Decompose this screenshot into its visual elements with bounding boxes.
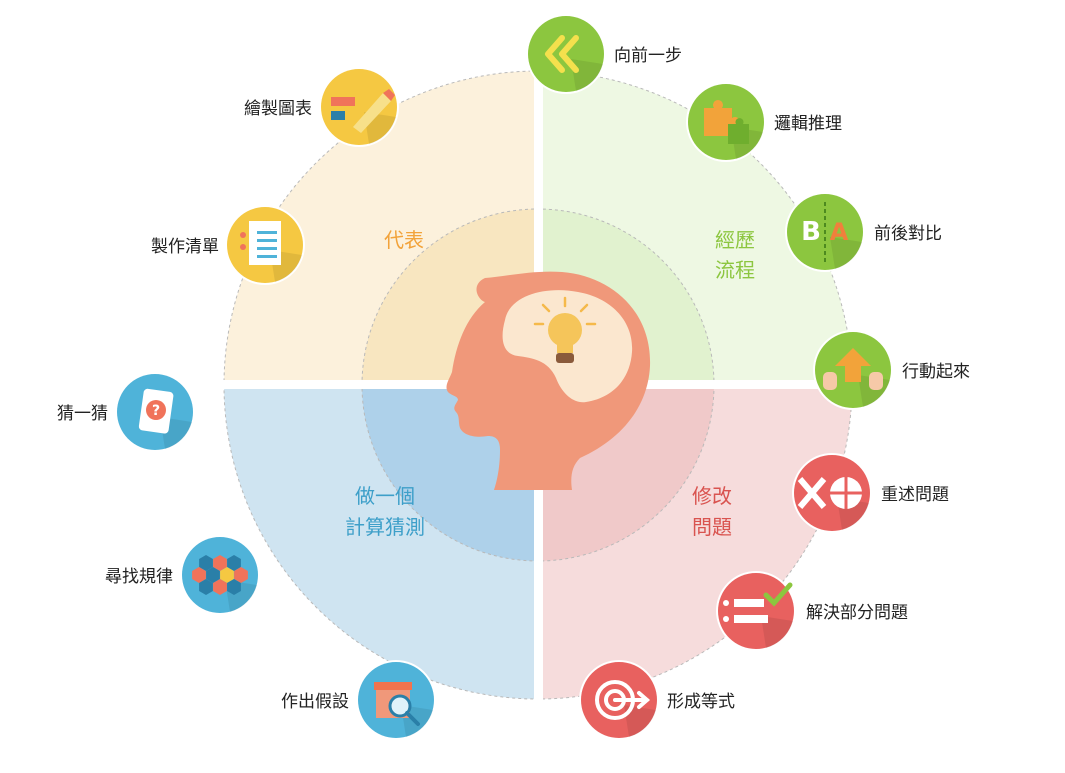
quadrant-title-bottom-right: 修改問題 — [692, 484, 732, 539]
svg-text:B: B — [801, 217, 821, 247]
strategy-gift-magnifier[interactable]: 作出假設 — [281, 660, 436, 740]
strategy-label: 形成等式 — [667, 692, 735, 712]
strategy-list-paper[interactable]: 製作清單 — [151, 205, 305, 285]
strategy-label: 作出假設 — [281, 692, 349, 712]
strategy-label: 前後對比 — [874, 224, 942, 244]
strategy-hands-arrow[interactable]: 行動起來 — [813, 330, 970, 410]
quadrant-title-top-right: 經歷流程 — [715, 228, 755, 282]
list-paper-icon — [225, 205, 305, 285]
quadrant-title-bottom-left: 做一個計算猜測 — [345, 484, 425, 539]
strategy-label: 猜一猜 — [57, 404, 108, 424]
target-arrow-icon — [579, 660, 659, 740]
quadrant-title-top-left: 代表 — [384, 228, 424, 252]
strategy-puzzle[interactable]: 邏輯推理 — [686, 82, 842, 162]
lightbulb-neck — [557, 343, 573, 353]
strategy-shapes[interactable]: 重述問題 — [792, 453, 949, 533]
strategy-label: 製作清單 — [151, 237, 219, 257]
checklist-icon — [716, 571, 796, 651]
puzzle-icon — [686, 82, 766, 162]
strategy-label: 重述問題 — [881, 485, 949, 505]
double-chevron-left-icon — [526, 14, 606, 94]
svg-text:?: ? — [152, 403, 160, 419]
svg-text:A: A — [830, 218, 849, 246]
strategy-double-chevron-left[interactable]: 向前一步 — [526, 14, 682, 94]
strategy-label: 邏輯推理 — [774, 114, 842, 134]
strategy-question-card[interactable]: ? 猜一猜 — [57, 372, 195, 452]
shapes-icon — [792, 453, 872, 533]
gift-magnifier-icon — [356, 660, 436, 740]
lightbulb-base — [556, 353, 574, 363]
question-card-icon: ? — [115, 372, 195, 452]
lightbulb-glass — [548, 313, 582, 347]
strategy-checklist[interactable]: 解決部分問題 — [716, 571, 908, 651]
lightbulb-rays — [533, 296, 597, 326]
pencil-chart-icon — [319, 67, 399, 147]
strategy-label: 解決部分問題 — [806, 603, 908, 623]
strategy-hexagon-pattern[interactable]: 尋找規律 — [105, 535, 260, 615]
strategy-pencil-chart[interactable]: 繪製圖表 — [244, 67, 399, 147]
strategy-label: 尋找規律 — [105, 567, 173, 587]
strategy-label: 向前一步 — [614, 46, 682, 66]
strategy-label: 行動起來 — [902, 362, 970, 382]
head-lightbulb-icon — [446, 271, 651, 490]
strategy-target-arrow[interactable]: 形成等式 — [579, 660, 735, 740]
hands-arrow-icon — [813, 330, 893, 410]
hexagon-pattern-icon — [180, 535, 260, 615]
strategy-label: 繪製圖表 — [244, 99, 312, 119]
